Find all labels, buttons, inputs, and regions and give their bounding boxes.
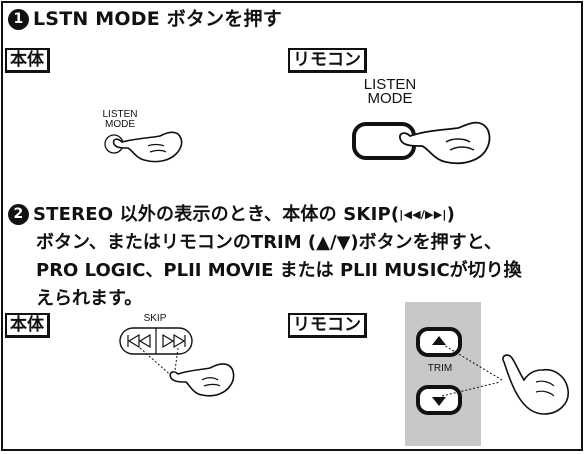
main-unit-tag-2: 本体 (5, 313, 50, 338)
step-2-line-3: PRO LOGIC、PLII MOVIE または PLII MUSICが切り換 (36, 260, 522, 281)
hand-pointer-icon (398, 121, 491, 165)
skip-forward-icon[interactable] (160, 333, 188, 349)
skip-label: SKIP (143, 313, 167, 324)
trim-pointer-lines (441, 343, 503, 397)
step-1-text: LSTN MODE ボタンを押す (33, 8, 282, 30)
step-1-number: 1 (8, 9, 29, 30)
remote-tag-2: リモコン (288, 313, 367, 338)
listen-mode-big-label: LISTEN MODE (363, 76, 417, 107)
hand-pointer-icon (502, 354, 569, 415)
main-unit-tag-1: 本体 (5, 48, 50, 73)
skip-back-icon[interactable] (126, 333, 154, 349)
step-2-line-4: えられます。 (36, 288, 143, 309)
step-2-line-1b: ) (446, 204, 456, 225)
hand-pointer-icon (169, 363, 235, 397)
trim-down-icon[interactable] (416, 385, 462, 415)
remote-trim-panel (405, 302, 481, 446)
hand-pointer-icon (112, 131, 183, 163)
remote-tag-1: リモコン (288, 48, 367, 73)
step-2-line-2: ボタン、またはリモコンのTRIM (▲/▼)ボタンを押すと、 (36, 232, 502, 253)
listen-mode-small-label: LISTEN MODE (102, 109, 138, 130)
trim-label: TRIM (427, 363, 453, 374)
step-2-line-1a: STEREO 以外の表示のとき、本体の SKIP( (33, 204, 400, 225)
skip-symbols: |◀◀/▶▶| (399, 208, 447, 221)
step-2-number: 2 (8, 204, 29, 225)
